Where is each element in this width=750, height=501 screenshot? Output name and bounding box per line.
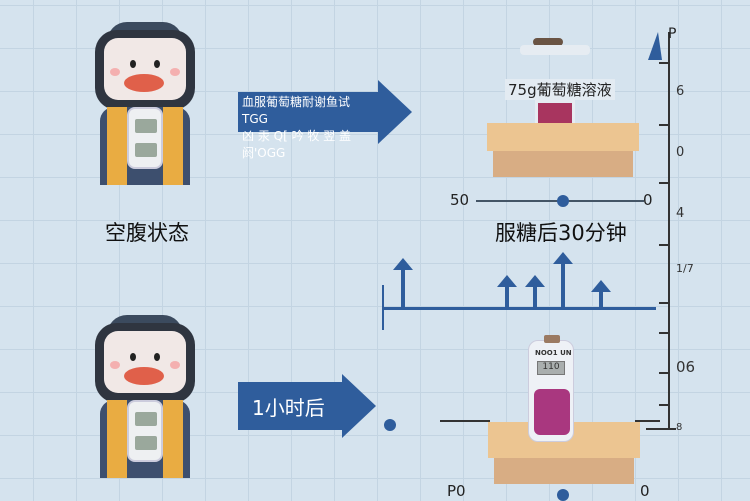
cup-label: 75g葡萄糖溶液: [505, 79, 615, 100]
timeline-dot-bottom: [557, 489, 569, 501]
glucose-meter-icon: [127, 400, 163, 462]
timeline-dot-left: [384, 419, 396, 431]
line-label-0-bottom: 0: [640, 482, 650, 500]
up-arrow-icon: [591, 280, 611, 308]
after-30min-label: 服糖后30分钟: [495, 221, 627, 245]
timeline-mid-right: [635, 420, 660, 422]
timeline-dot: [557, 195, 569, 207]
up-arrow-icon: [393, 258, 413, 308]
timeline-mid: [440, 420, 490, 422]
meter-display: 110: [537, 361, 565, 375]
axis-tick-label: 4: [676, 206, 685, 221]
axis-tick-label: 1/7: [676, 262, 694, 275]
cup-icon: [533, 38, 563, 46]
arrow-text-line1: 血服葡萄糖耐谢鱼试TGG: [242, 95, 351, 126]
axis-tick-label: 6: [676, 84, 685, 99]
axis-tick-label: 06: [676, 358, 696, 376]
axis-tick-label: 8: [676, 422, 683, 433]
up-arrow-icon: [497, 275, 517, 308]
response-baseline: [383, 307, 656, 310]
line-label-0-top: 0: [643, 191, 653, 209]
up-arrow-icon: [525, 275, 545, 308]
vertical-axis: P 6 0 4 1/7 06 8: [646, 26, 695, 433]
table-top: [487, 123, 639, 177]
glucose-meter-icon: [127, 107, 163, 169]
axis-tick-label: 0: [676, 145, 685, 160]
one-hour-arrow: 1小时后: [238, 382, 342, 430]
person-1h: [95, 315, 195, 480]
ogtt-arrow: 血服葡萄糖耐谢鱼试TGG 凶 汞 Q[ 吟 牧 翌 盖 阏'OGG: [238, 92, 378, 160]
up-arrow-icon: [553, 252, 573, 308]
axis-top-label: P: [668, 26, 677, 42]
axis-arrow-icon: [648, 32, 662, 60]
fasting-label: 空腹状态: [105, 221, 189, 245]
one-hour-label: 1小时后: [252, 396, 325, 420]
arrow-text-line2: 凶 汞 Q[ 吟 牧 翌 盖 阏'OGG: [242, 129, 352, 160]
baseline-tick: [382, 285, 384, 330]
person-fasting: [95, 22, 195, 187]
meter-brand: NOO1 UN: [535, 349, 572, 357]
line-label-50: 50: [450, 191, 470, 209]
glucose-meter: NOO1 UN 110: [528, 335, 574, 442]
cup-lid: [520, 45, 590, 55]
line-label-p0: P0: [447, 482, 466, 500]
